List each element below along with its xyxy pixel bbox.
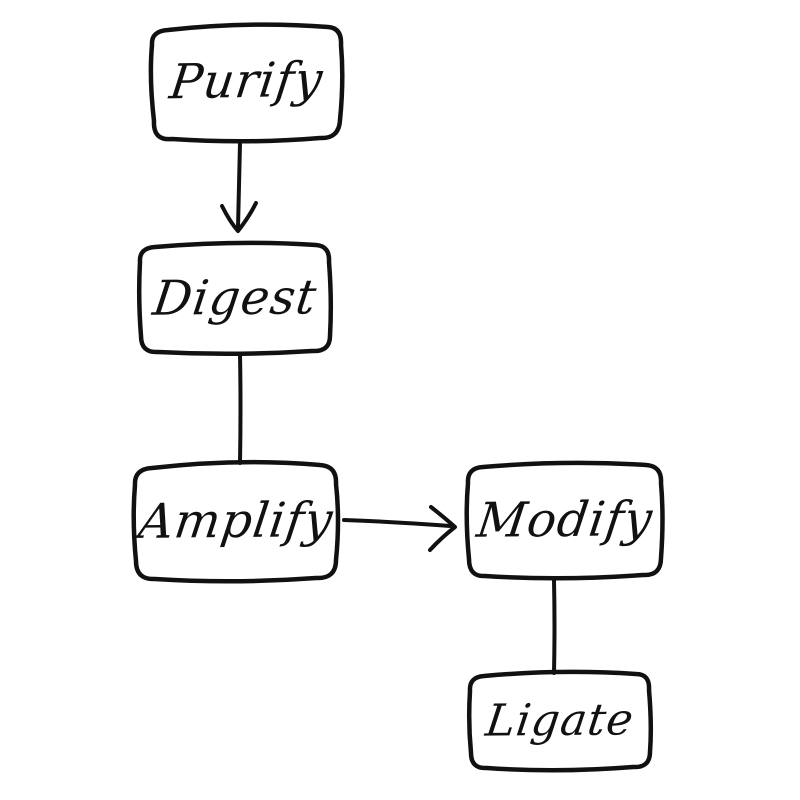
node-modify-box (464, 460, 665, 581)
edge-digest-amplify-line (238, 352, 243, 465)
node-amplify-box (131, 459, 341, 584)
edge-amplify-modify-arrow (342, 505, 457, 552)
node-ligate-box (466, 669, 654, 773)
arrowhead-right-icon (428, 505, 457, 552)
node-purify-box (148, 22, 345, 144)
arrowhead-down-icon (220, 201, 258, 233)
node-digest-box (136, 240, 334, 357)
edge-purify-digest-arrow (220, 141, 258, 233)
edge-modify-ligate-line (552, 578, 557, 675)
